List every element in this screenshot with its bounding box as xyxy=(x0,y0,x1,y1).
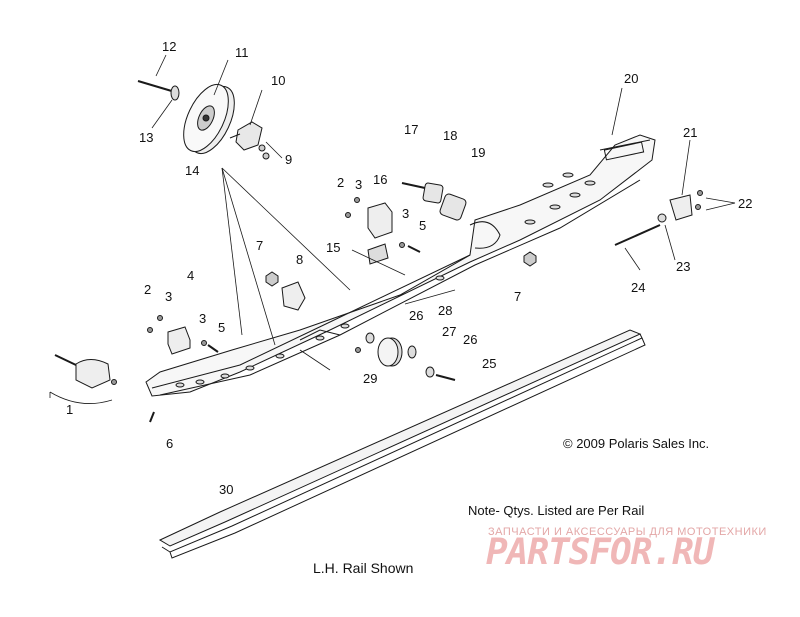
callout-12: 12 xyxy=(162,39,177,54)
callout-1: 1 xyxy=(66,402,74,417)
callout-3: 3 xyxy=(199,311,207,326)
callout-28: 28 xyxy=(438,303,453,318)
callout-21: 21 xyxy=(683,125,698,140)
callout-14: 14 xyxy=(185,163,200,178)
callout-8: 8 xyxy=(296,252,304,267)
callout-24: 24 xyxy=(631,280,646,295)
callout-11: 11 xyxy=(235,45,249,60)
callout-5: 5 xyxy=(419,218,427,233)
callout-25: 25 xyxy=(482,356,497,371)
callout-30: 30 xyxy=(219,482,234,497)
callout-20: 20 xyxy=(624,71,639,86)
callout-19: 19 xyxy=(471,145,486,160)
diagram-caption: L.H. Rail Shown xyxy=(313,560,414,576)
callout-9: 9 xyxy=(285,152,293,167)
slide-rail-body xyxy=(145,134,656,397)
callout-6: 6 xyxy=(166,436,174,451)
idler-wheel xyxy=(183,83,235,155)
callout-22: 22 xyxy=(738,196,753,211)
callout-2: 2 xyxy=(144,282,152,297)
callout-18: 18 xyxy=(443,128,458,143)
callout-5: 5 xyxy=(218,320,226,335)
callout-7: 7 xyxy=(514,289,522,304)
callout-3: 3 xyxy=(402,206,410,221)
watermark-tagline: ЗАПЧАСТИ И АКСЕССУАРЫ ДЛЯ МОТОТЕХНИКИ xyxy=(488,526,767,538)
watermark-logo: PARTSFOR.RU xyxy=(486,532,714,573)
callout-26: 26 xyxy=(409,308,424,323)
callout-2: 2 xyxy=(337,175,345,190)
callout-17: 17 xyxy=(404,122,419,137)
callout-27: 27 xyxy=(442,324,457,339)
copyright-notice: © 2009 Polaris Sales Inc. xyxy=(563,436,710,451)
callout-16: 16 xyxy=(373,172,388,187)
callout-4: 4 xyxy=(187,268,195,283)
quantity-note: Note- Qtys. Listed are Per Rail xyxy=(468,503,645,518)
callout-10: 10 xyxy=(271,73,286,88)
callout-15: 15 xyxy=(326,240,341,255)
callout-7: 7 xyxy=(256,238,264,253)
callout-26: 26 xyxy=(463,332,478,347)
callout-23: 23 xyxy=(676,259,691,274)
callout-3: 3 xyxy=(355,177,363,192)
callout-29: 29 xyxy=(363,371,378,386)
hyfax-slide xyxy=(158,329,646,559)
callout-3: 3 xyxy=(165,289,173,304)
callout-13: 13 xyxy=(139,130,154,145)
